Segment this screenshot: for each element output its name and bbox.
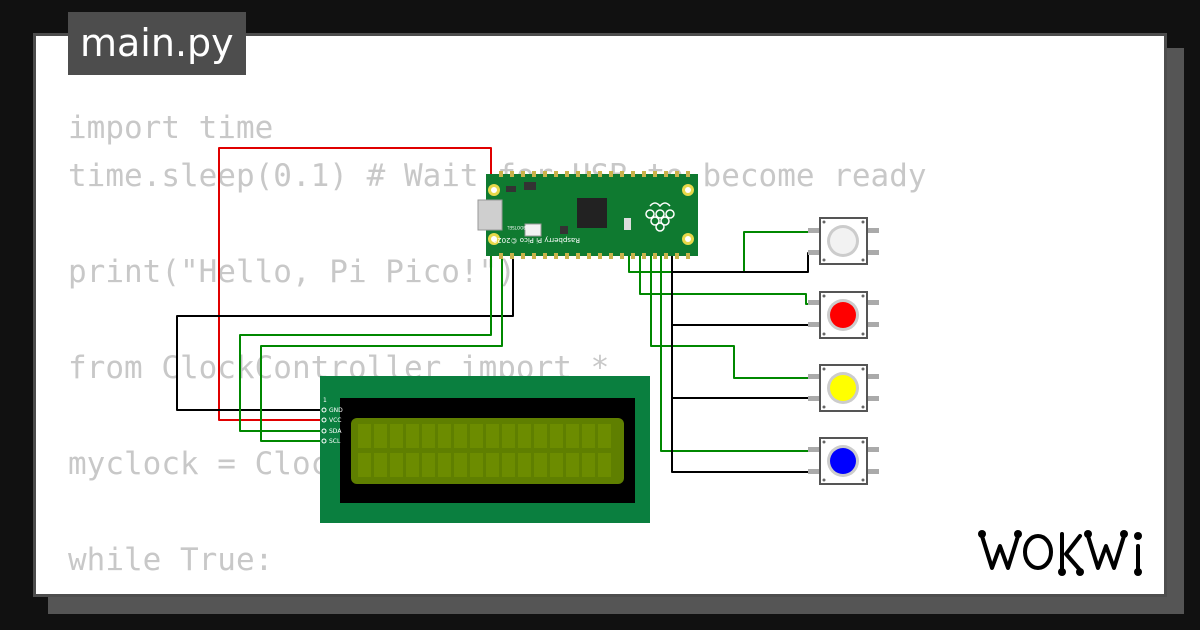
- code-line: while True:: [68, 542, 274, 578]
- pico-component: [506, 186, 516, 192]
- pushbutton-cap-yellow[interactable]: [830, 375, 856, 401]
- pushbutton-cap-blue[interactable]: [830, 448, 856, 474]
- pico-top-pins: [499, 171, 690, 177]
- pushbutton-white[interactable]: [808, 217, 879, 265]
- pico-label: Raspberry Pi Pico ©2020: [493, 236, 580, 244]
- rp2040-chip: [577, 198, 607, 228]
- lcd-display[interactable]: 1 GND VCC SDA SCL: [320, 376, 650, 523]
- pushbutton-cap-white[interactable]: [830, 228, 856, 254]
- usb-connector: [477, 199, 503, 231]
- bootsel-label: BOOTSEL: [507, 225, 526, 230]
- code-line: from ClockController import *: [68, 350, 610, 386]
- pushbutton-cap-red[interactable]: [830, 302, 856, 328]
- lcd-pin-number: 1: [323, 397, 327, 404]
- button-yellow-signal-wire[interactable]: [650, 256, 820, 379]
- lcd-pin-scl-label: SCL: [329, 438, 341, 445]
- wokwi-logo[interactable]: [976, 526, 1152, 578]
- scl-wire[interactable]: [260, 256, 503, 442]
- lcd-character-grid: [358, 424, 611, 477]
- file-tab[interactable]: main.py: [68, 12, 246, 75]
- sda-wire[interactable]: [239, 256, 492, 432]
- pushbutton-red[interactable]: [808, 291, 879, 339]
- pushbutton-yellow[interactable]: [808, 364, 879, 412]
- pushbutton-blue[interactable]: [808, 437, 879, 485]
- button-blue-signal-wire[interactable]: [660, 256, 820, 452]
- bootsel-button: [524, 223, 542, 237]
- button-red-signal-wire[interactable]: [639, 256, 820, 305]
- pico-led: [624, 218, 631, 230]
- lcd-pin-gnd-label: GND: [329, 407, 343, 414]
- pico-component: [524, 182, 536, 190]
- lcd-pins: [321, 407, 327, 444]
- button-red-gnd-wire[interactable]: [671, 272, 820, 326]
- code-line: myclock.startTime(): [68, 584, 927, 594]
- pico-bottom-pins: [499, 253, 690, 259]
- pico-mounting-holes: [488, 184, 694, 245]
- code-line: print("Hello, Pi Pico!"): [68, 254, 516, 290]
- pico-component: [560, 226, 568, 234]
- raspberry-pi-pico[interactable]: Raspberry Pi Pico ©2020 BOOTSEL: [477, 171, 698, 259]
- button-blue-gnd-wire[interactable]: [671, 398, 820, 473]
- lcd-pin-vcc-label: VCC: [329, 417, 341, 424]
- vcc-wire[interactable]: [218, 147, 492, 421]
- code-line: import time: [68, 110, 274, 146]
- button-yellow-gnd-wire[interactable]: [671, 325, 820, 399]
- lcd-pin-sda-label: SDA: [329, 428, 342, 435]
- gnd-wire[interactable]: [176, 256, 514, 411]
- raspberry-pi-logo: [645, 202, 675, 232]
